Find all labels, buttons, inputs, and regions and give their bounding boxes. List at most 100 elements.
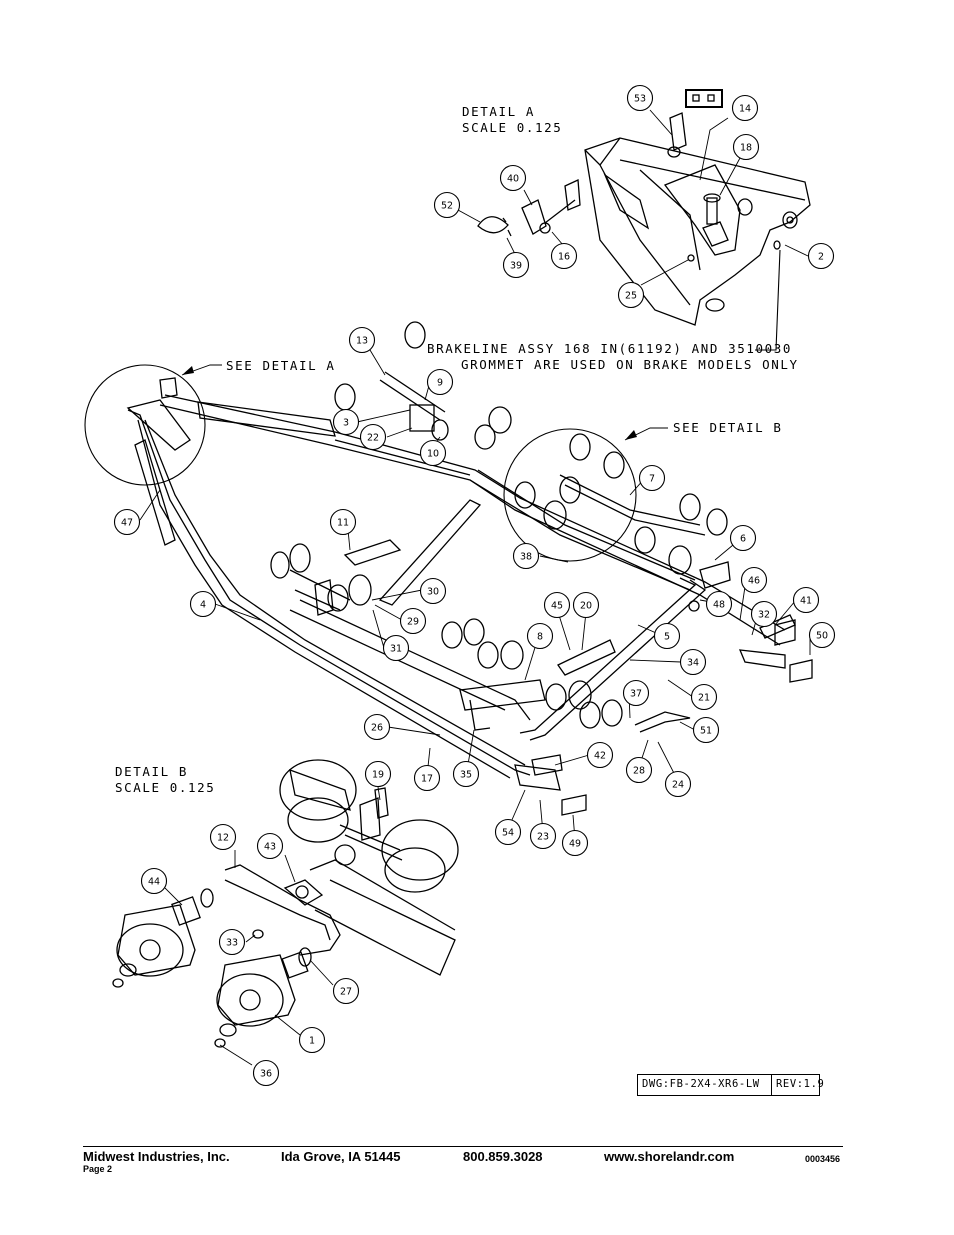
callout-balloon [329,508,357,536]
detail-a-title: DETAIL A [462,104,535,119]
detail-b-leaders [164,786,381,1066]
callout-balloon [729,524,757,552]
callout-number: 18 [740,143,752,154]
callout-44: 44 [140,867,168,895]
callout-balloon [692,716,720,744]
callout-number: 8 [537,632,543,643]
callout-balloon [494,818,522,846]
callout-43: 43 [256,832,284,860]
callout-number: 22 [367,433,379,444]
callout-balloon [731,94,759,122]
footer-location: Ida Grove, IA 51445 [281,1149,401,1164]
callout-49: 49 [561,829,589,857]
see-detail-b-label: SEE DETAIL B [673,420,783,435]
callout-40: 40 [499,164,527,192]
callout-number: 10 [427,449,439,460]
callout-number: 31 [390,644,402,655]
callout-14: 14 [731,94,759,122]
footer-doc-number: 0003456 [805,1154,841,1164]
callout-number: 21 [698,693,710,704]
callout-number: 49 [569,839,581,850]
callout-balloon [419,577,447,605]
callout-36: 36 [252,1059,280,1087]
callout-balloon [526,622,554,650]
callout-number: 4 [200,600,206,611]
callout-number: 27 [340,987,352,998]
detail-b-circle [503,428,637,562]
detail-a-scale: SCALE 0.125 [462,120,562,135]
callout-balloon [209,823,237,851]
callout-balloon [256,832,284,860]
callout-number: 9 [437,378,443,389]
callout-balloon [732,133,760,161]
callout-number: 33 [226,938,238,949]
footer-phone: 800.859.3028 [463,1149,543,1164]
callout-balloon [433,191,461,219]
callout-balloon [679,648,707,676]
callout-8: 8 [526,622,554,650]
detail-a-drawing [477,89,811,326]
callout-number: 44 [148,877,160,888]
callout-number: 41 [800,596,812,607]
callout-52: 52 [433,191,461,219]
callout-balloon [218,928,246,956]
callout-balloon [638,464,666,492]
callout-balloon [617,281,645,309]
callout-42: 42 [586,741,614,769]
callout-number: 35 [460,770,472,781]
callout-balloon [363,713,391,741]
callout-47: 47 [113,508,141,536]
callout-balloon [792,586,820,614]
callout-number: 17 [421,774,433,785]
callout-number: 11 [337,518,349,529]
callout-balloon [653,622,681,650]
callout-45: 45 [543,591,571,619]
callout-2: 2 [807,242,835,270]
callout-balloon [664,770,692,798]
callout-number: 13 [356,336,368,347]
callout-number: 36 [260,1069,272,1080]
callout-26: 26 [363,713,391,741]
callout-37: 37 [622,679,650,707]
callout-number: 43 [264,842,276,853]
callout-number: 7 [649,474,655,485]
callout-balloon [572,591,600,619]
callout-number: 20 [580,601,592,612]
callout-number: 29 [407,617,419,628]
callout-balloon [382,634,410,662]
callout-number: 1 [309,1036,315,1047]
callout-number: 26 [371,723,383,734]
footer-website: www.shorelandr.com [604,1149,735,1164]
detail-arrows [182,366,637,440]
callout-10: 10 [419,439,447,467]
callout-balloon [502,251,530,279]
callout-number: 42 [594,751,606,762]
callout-number: 37 [630,689,642,700]
callout-number: 5 [664,632,670,643]
callout-35: 35 [452,760,480,788]
callout-balloon [332,408,360,436]
callout-number: 51 [700,726,712,737]
trailer-frame [126,321,813,816]
callout-number: 2 [818,252,824,263]
detail-b-scale: SCALE 0.125 [115,780,215,795]
callout-6: 6 [729,524,757,552]
callout-38: 38 [512,542,540,570]
title-block: DWG:FB-2X4-XR6-LW REV:1.9 [637,1074,824,1096]
callout-24: 24 [664,770,692,798]
callout-number: 52 [441,201,453,212]
callout-number: 50 [816,631,828,642]
callout-46: 46 [740,566,768,594]
callout-number: 16 [558,252,570,263]
callout-number: 32 [758,610,770,621]
callout-number: 47 [121,518,133,529]
callout-balloon [626,84,654,112]
detail-b-drawing [112,759,459,1048]
callout-number: 48 [713,600,725,611]
callout-17: 17 [413,764,441,792]
callout-9: 9 [426,368,454,396]
callout-balloon [586,741,614,769]
callout-balloon [413,764,441,792]
callout-balloon [348,326,376,354]
